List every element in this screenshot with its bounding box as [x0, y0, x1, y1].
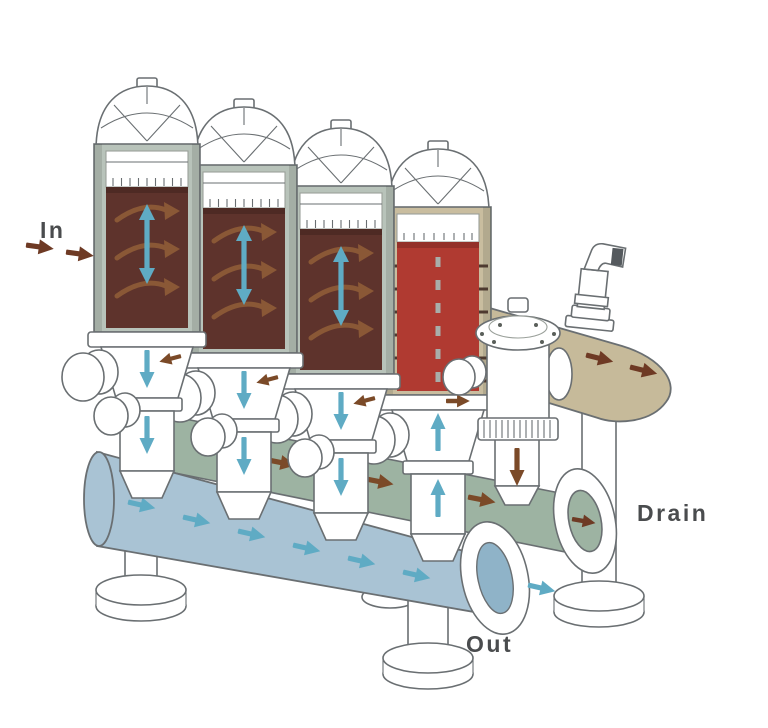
backflush-valve: [442, 297, 573, 506]
air-vent-valve: [564, 242, 627, 332]
inlet-label: In: [40, 217, 65, 243]
outlet-pipe-end-cap: [83, 451, 115, 547]
out-flange: [459, 521, 531, 635]
outlet-label: Out: [466, 631, 513, 657]
drain-label: Drain: [637, 500, 708, 526]
outlet-manifold-pipe: [83, 450, 498, 618]
flow-arrow-icon: [64, 244, 95, 264]
flow-arrow-icon: [526, 577, 557, 599]
